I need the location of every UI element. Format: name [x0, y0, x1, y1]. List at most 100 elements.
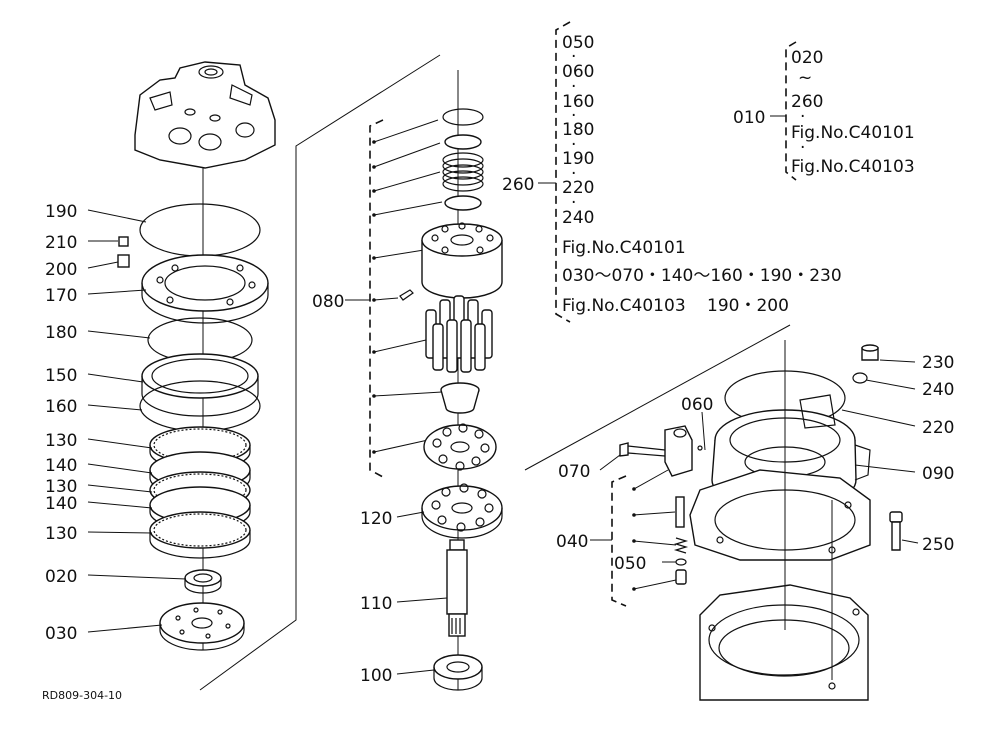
block-010-line1: 020 — [791, 48, 823, 68]
label-130-b: 130 — [45, 477, 77, 497]
group-040-leaders — [632, 469, 677, 591]
retainer-plate — [423, 423, 497, 471]
mount-base — [699, 584, 869, 701]
block-260-line-6: 240 — [562, 208, 594, 228]
label-110: 110 — [360, 594, 392, 614]
label-140-b: 140 — [45, 494, 77, 514]
label-160: 160 — [45, 397, 77, 417]
block-260-line-3: 180 — [562, 120, 594, 140]
label-050: 050 — [614, 554, 646, 574]
friction-plate-130-c — [149, 511, 251, 559]
cylinder-block — [421, 222, 503, 299]
bearing-100 — [433, 654, 483, 691]
washer-mid — [444, 195, 482, 211]
drawing-code: RD809-304-10 — [42, 689, 122, 702]
washer-top — [444, 134, 482, 150]
label-220: 220 — [922, 418, 954, 438]
block-260-line-1: 060 — [562, 62, 594, 82]
label-100: 100 — [360, 666, 392, 686]
plug-230 — [861, 344, 879, 361]
label-230: 230 — [922, 353, 954, 373]
label-140-a: 140 — [45, 456, 77, 476]
block-260-line-5: 220 — [562, 178, 594, 198]
motor-housing — [134, 61, 276, 169]
block-010-sep-0: · — [800, 107, 805, 127]
block-010-ref1: Fig.No.C40101 — [791, 123, 915, 143]
valve-spring — [673, 537, 689, 554]
block-010-tilde: ~ — [798, 68, 812, 88]
group-080-bracket — [369, 119, 384, 478]
left-leader-lines — [87, 209, 187, 633]
label-130-c: 130 — [45, 524, 77, 544]
spring — [442, 152, 484, 192]
valve-block-060 — [664, 425, 703, 477]
o-ring-190 — [139, 203, 261, 257]
label-020: 020 — [45, 567, 77, 587]
bolt-250 — [889, 511, 903, 551]
block-260-sep-0: · — [571, 47, 576, 67]
label-030: 030 — [45, 624, 77, 644]
bolt-070 — [619, 442, 666, 457]
label-080: 080 — [312, 292, 344, 312]
seal-050 — [675, 558, 687, 566]
pin — [399, 289, 414, 301]
label-170: 170 — [45, 286, 77, 306]
leader-120 — [396, 511, 425, 518]
bearing-020 — [184, 569, 222, 594]
block-260-ref2-items: 190・200 — [707, 296, 789, 316]
label-150: 150 — [45, 366, 77, 386]
seal-240 — [852, 372, 868, 384]
shaft-110 — [446, 539, 468, 637]
plug-040 — [675, 569, 687, 585]
block-260-ref2: Fig.No.C40103 — [562, 296, 686, 316]
label-060: 060 — [681, 395, 713, 415]
right-assembly-bracket — [524, 324, 791, 471]
left-assembly-bracket — [199, 54, 441, 691]
ring-150 — [141, 353, 259, 417]
plug-210 — [118, 236, 129, 247]
label-200: 200 — [45, 260, 77, 280]
leader-110 — [396, 597, 448, 603]
block-260-sep-5: · — [571, 193, 576, 213]
block-260-line-2: 160 — [562, 92, 594, 112]
block-010-line2: 260 — [791, 92, 823, 112]
label-190-left: 190 — [45, 202, 77, 222]
block-260-ref1: Fig.No.C40101 — [562, 238, 686, 258]
block-260-sep-2: · — [571, 106, 576, 126]
valve-stem — [675, 496, 685, 528]
label-040: 040 — [556, 532, 588, 552]
label-240: 240 — [922, 380, 954, 400]
label-130-a: 130 — [45, 431, 77, 451]
label-210: 210 — [45, 233, 77, 253]
block-260-sep-4: · — [571, 164, 576, 184]
block-260-line-0: 050 — [562, 33, 594, 53]
right-leader-lines — [599, 359, 919, 563]
snap-ring — [442, 108, 484, 126]
label-120: 120 — [360, 509, 392, 529]
label-180: 180 — [45, 323, 77, 343]
swash-plate-120 — [421, 483, 503, 539]
block-260-sep-1: · — [571, 77, 576, 97]
group-080-leaders — [372, 119, 443, 454]
block-260-sep-3: · — [571, 135, 576, 155]
block-010-ref2: Fig.No.C40103 — [791, 157, 915, 177]
pistons — [425, 295, 493, 373]
plug-200 — [117, 254, 130, 268]
label-260: 260 — [502, 175, 534, 195]
group-040-bracket — [611, 475, 627, 607]
block-260-ref1-items: 030～070・140～160・190・230 — [562, 266, 842, 286]
label-090: 090 — [922, 464, 954, 484]
label-010: 010 — [733, 108, 765, 128]
retainer-cup — [440, 382, 480, 414]
block-010-bracket — [785, 41, 797, 181]
label-250: 250 — [922, 535, 954, 555]
ring-plate-170 — [141, 254, 269, 324]
leader-100 — [396, 669, 435, 675]
flange-plate-030 — [159, 602, 245, 651]
block-010-sep-1: · — [800, 138, 805, 158]
label-070: 070 — [558, 462, 590, 482]
block-260-line-4: 190 — [562, 149, 594, 169]
block-260-bracket — [555, 21, 571, 323]
